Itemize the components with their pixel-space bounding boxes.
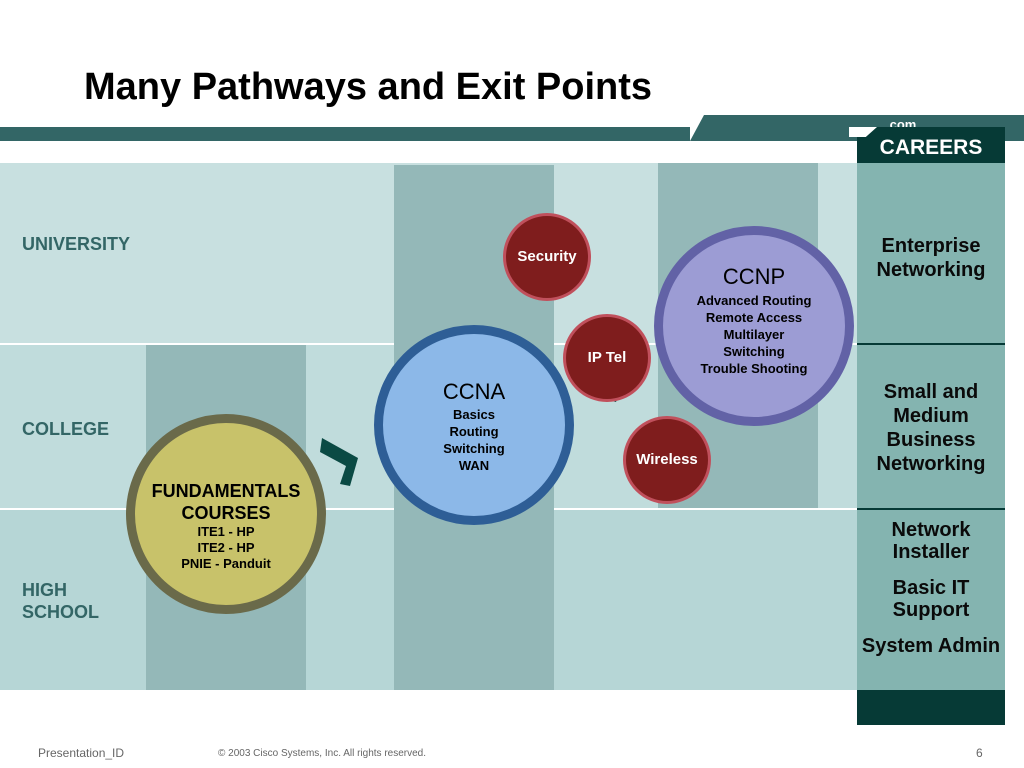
fundamentals-circle (126, 414, 326, 614)
ccnp-circle (654, 226, 854, 426)
fundamentals-item: PNIE - Panduit (181, 556, 271, 571)
ip-tel-label: IP Tel (587, 349, 627, 366)
career-box-high-school (857, 510, 1005, 690)
career-enterprise-networking: Enterprise Networking (876, 235, 986, 281)
ccna-item: Routing (449, 424, 499, 439)
copyright-text: © 2003 Cisco Systems, Inc. All rights re… (218, 748, 427, 759)
careers-label: CAREERS (879, 136, 983, 159)
ccnp-item: Remote Access (705, 310, 803, 325)
career-box-college (857, 345, 1005, 508)
ccnp-title: CCNP (722, 264, 786, 289)
career-basic-it-support: Basic IT Support (892, 577, 970, 621)
ccna-circle (374, 325, 574, 525)
slide-title: Many Pathways and Exit Points (84, 66, 653, 108)
page-number: 6 (976, 746, 983, 760)
ip-tel-circle: IP Tel (563, 314, 651, 402)
presentation-id: Presentation_ID (38, 746, 125, 760)
security-label: Security (517, 248, 577, 265)
fundamentals-title: FUNDAMENTALS COURSES (151, 481, 301, 523)
ccnp-item: Trouble Shooting (700, 361, 808, 376)
ccna-title: CCNA (442, 379, 506, 404)
ccnp-content: CCNP Advanced Routing Remote Access Mult… (672, 262, 836, 377)
ccnp-item: Multilayer Switching (723, 327, 785, 359)
ccna-item: Switching (443, 441, 505, 456)
arrow-chevron-icon (320, 438, 358, 486)
ccna-content: CCNA Basics Routing Switching WAN (394, 378, 554, 474)
level-university: UNIVERSITY (22, 234, 131, 254)
level-high-school: HIGH SCHOOL (22, 580, 100, 622)
ccna-item: Basics (453, 407, 495, 422)
career-box-university (857, 163, 1005, 343)
fundamentals-item: ITE1 - HP (197, 524, 255, 539)
wireless-circle: Wireless (623, 416, 711, 504)
ccna-item: WAN (458, 458, 490, 473)
careers-tab-notch (849, 127, 877, 137)
wireless-label: Wireless (636, 451, 698, 468)
level-college: COLLEGE (22, 419, 110, 439)
header-bar (0, 127, 690, 141)
fundamentals-content: FUNDAMENTALS COURSES ITE1 - HP ITE2 - HP… (136, 480, 316, 572)
career-system-admin: System Admin (861, 635, 1001, 657)
ccnp-item: Advanced Routing (696, 293, 812, 308)
career-network-installer: Network Installer (891, 519, 971, 563)
fundamentals-item: ITE2 - HP (197, 540, 255, 555)
career-smb-networking: Small and Medium Business Networking (876, 381, 986, 475)
security-circle: Security (503, 213, 591, 301)
